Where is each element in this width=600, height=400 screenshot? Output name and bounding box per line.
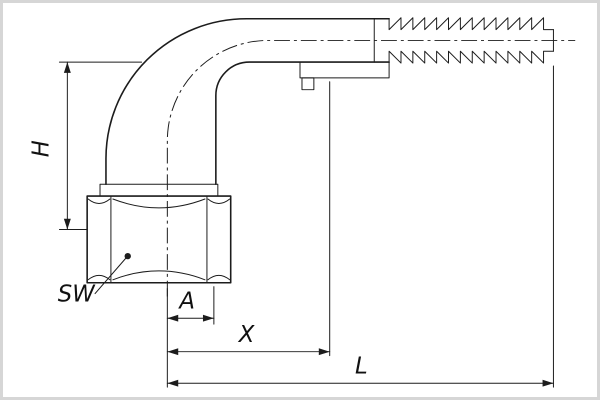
x-arrow-left — [167, 348, 179, 356]
hose-barb-serrations-bottom — [388, 50, 554, 64]
dimension-l: L — [166, 65, 554, 388]
callout-sw: SW — [58, 252, 131, 308]
h-arrow-down — [63, 218, 71, 230]
sw-label: SW — [58, 282, 97, 308]
elbow-centerline — [166, 39, 576, 297]
nut-hex-flats — [110, 195, 208, 284]
fitting-body — [86, 17, 554, 284]
x-label: X — [238, 322, 255, 348]
h-arrow-up — [63, 62, 71, 73]
centerlines — [166, 39, 576, 297]
dimension-h: H — [28, 61, 143, 231]
sw-leader-line — [94, 256, 128, 295]
a-arrow-left — [167, 314, 179, 322]
o-ring-detail — [301, 77, 315, 91]
l-label: L — [355, 353, 368, 379]
l-arrow-left — [167, 379, 179, 387]
ferrule-collar — [299, 61, 390, 79]
nut-chamfer-arcs-top — [87, 198, 231, 209]
hose-barb-serrations-top — [388, 17, 554, 31]
x-arrow-right — [318, 348, 330, 356]
nut-outline — [86, 195, 232, 284]
a-label: A — [177, 288, 195, 314]
technical-drawing: H SW A X — [28, 17, 576, 388]
nut-chamfer-arcs-bottom — [87, 270, 231, 281]
sw-leader-dot — [124, 252, 131, 260]
l-arrow-right — [542, 379, 554, 387]
dimension-a: A — [166, 286, 215, 388]
elbow-outer-contour — [105, 17, 390, 186]
elbow-inner-contour — [215, 61, 390, 186]
nut-collar — [99, 183, 219, 197]
dimension-x: X — [166, 81, 331, 357]
hex-nut — [86, 183, 232, 284]
h-label: H — [28, 140, 54, 157]
a-arrow-right — [202, 314, 214, 322]
